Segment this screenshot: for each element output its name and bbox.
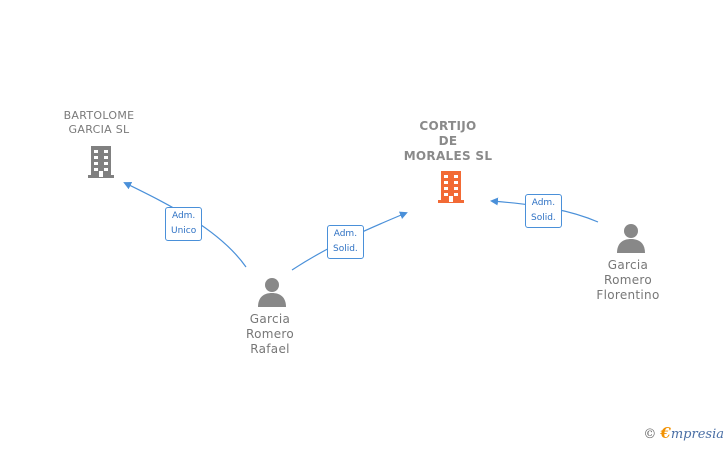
copyright-symbol: © [643, 427, 657, 442]
company-label-bartolome[interactable]: BARTOLOME GARCIA SL [63, 109, 135, 136]
person-label-rafael[interactable]: Garcia Romero Rafael [245, 312, 295, 356]
edge-label-adm-unico: Adm. Unico [165, 207, 203, 241]
edge-label-adm-solid: Adm. Solid. [327, 225, 364, 259]
brand-initial: € [660, 424, 671, 442]
edge-label-adm-solid: Adm. Solid. [525, 194, 562, 228]
building-icon-highlighted[interactable] [435, 170, 467, 204]
company-label-cortijo[interactable]: CORTIJO DE MORALES SL [403, 119, 493, 163]
brand-name: mpresia [670, 427, 724, 442]
person-icon[interactable] [615, 222, 647, 254]
person-label-florentino[interactable]: Garcia Romero Florentino [596, 258, 660, 302]
building-icon[interactable] [85, 145, 117, 179]
empresia-logo[interactable]: ©€mpresia [643, 424, 724, 442]
person-icon[interactable] [256, 276, 288, 308]
